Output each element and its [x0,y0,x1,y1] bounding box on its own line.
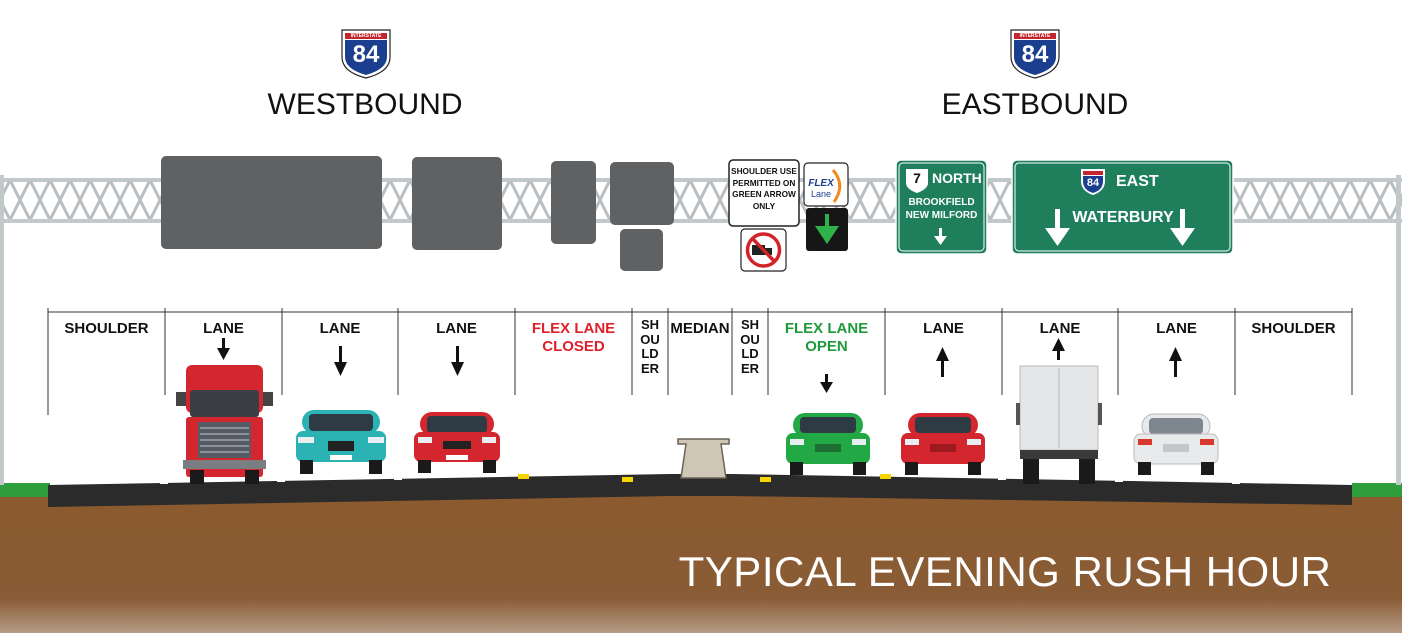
westbound-title: WESTBOUND [267,88,463,121]
route7-direction: NORTH [932,170,982,186]
westbound-shield-icon [341,29,391,79]
shoulder-use-text: SHOULDER USE PERMITTED ON GREEN ARROW ON… [729,166,799,212]
green-arrow-icon [815,214,839,244]
down-arrow-right-icon [1170,209,1195,246]
label-flex-open-line2: OPEN [805,338,848,355]
sign-blank-4 [610,162,674,225]
lane3-down-arrow-icon [451,346,464,376]
label-lane-6: LANE [1156,320,1197,337]
down-arrow-left-icon [1045,209,1070,246]
no-trucks-icon [745,232,782,268]
white-car [1133,413,1219,475]
caption: TYPICAL EVENING RUSH HOUR [678,548,1332,595]
westbound-shield-header: INTERSTATE [350,33,382,39]
lane2-down-arrow-icon [334,346,347,376]
i84-sign-direction: EAST [1116,173,1159,190]
label-flex-closed-line2: CLOSED [542,338,605,355]
red-car-westbound [414,412,500,473]
green-car [786,413,870,475]
shoulder-use-line-1: SHOULDER USE [731,166,797,176]
route7-line1: BROOKFIELD [908,197,975,208]
label-flex-closed-line1: FLEX LANE [531,320,616,337]
label-shoulder-inner-west: SHOULDER [640,317,660,376]
sign-blank-5 [620,229,663,271]
label-lane-1: LANE [203,320,244,337]
lane-markings [160,474,1240,484]
eastbound-shield-icon [1010,29,1060,79]
label-lane-2: LANE [319,320,361,337]
red-car-eastbound [901,413,985,475]
label-flex-closed: FLEX LANE CLOSED [515,320,632,356]
lane4-up-arrow-icon [936,347,949,377]
i84-small-shield-icon [1081,169,1105,195]
lane6-up-arrow-icon [1169,347,1182,377]
label-lane-3: LANE [436,320,477,337]
route7-shield-icon [906,169,928,193]
label-flex-open: FLEX LANE OPEN [768,320,885,356]
eastbound-shield-number: 84 [1021,41,1049,68]
sign-blank-3 [551,161,596,244]
shoulder-use-sign [728,159,800,227]
eastbound-title: EASTBOUND [941,88,1129,121]
lane-dimension-lines [47,308,1353,415]
label-shoulder-left: SHOULDER [64,320,149,337]
grass-right [1352,483,1402,497]
box-truck [1016,365,1102,484]
westbound-shield-number: 84 [352,41,380,68]
label-shoulder-right: SHOULDER [1251,320,1336,337]
teal-car [296,410,386,474]
shoulder-use-line-4: ONLY [752,200,776,211]
lane1-down-arrow-icon [217,338,230,360]
shoulder-use-line-2: PERMITTED ON [732,177,796,188]
route7-line2: NEW MILFORD [905,210,978,221]
dirt [0,495,1402,633]
flex-open-down-arrow-icon [820,374,833,393]
sign-blank-2 [412,157,502,250]
eastbound-shield-header: INTERSTATE [1019,33,1051,39]
i84-sign-number: 84 [1086,177,1100,189]
median-barrier [677,438,730,479]
label-shoulder-inner-east: SHOULDER [740,317,760,376]
route7-number: 7 [913,170,921,186]
label-lane-5: LANE [1039,320,1081,337]
lane5-up-arrow-icon [1052,338,1065,360]
flex-logo-top: FLEX [808,178,834,189]
down-arrow-icon [934,228,947,245]
semi-truck-westbound [176,365,273,484]
grass-left [0,483,50,497]
label-lane-4: LANE [923,320,964,337]
flex-logo-bottom: Lane [810,189,832,199]
i84-sign-destination: WATERBURY [1072,209,1174,226]
sign-blank-1 [161,156,382,249]
label-median: MEDIAN [670,320,730,337]
shoulder-use-line-3: GREEN ARROW [732,189,796,199]
label-flex-open-line1: FLEX LANE [784,320,869,337]
